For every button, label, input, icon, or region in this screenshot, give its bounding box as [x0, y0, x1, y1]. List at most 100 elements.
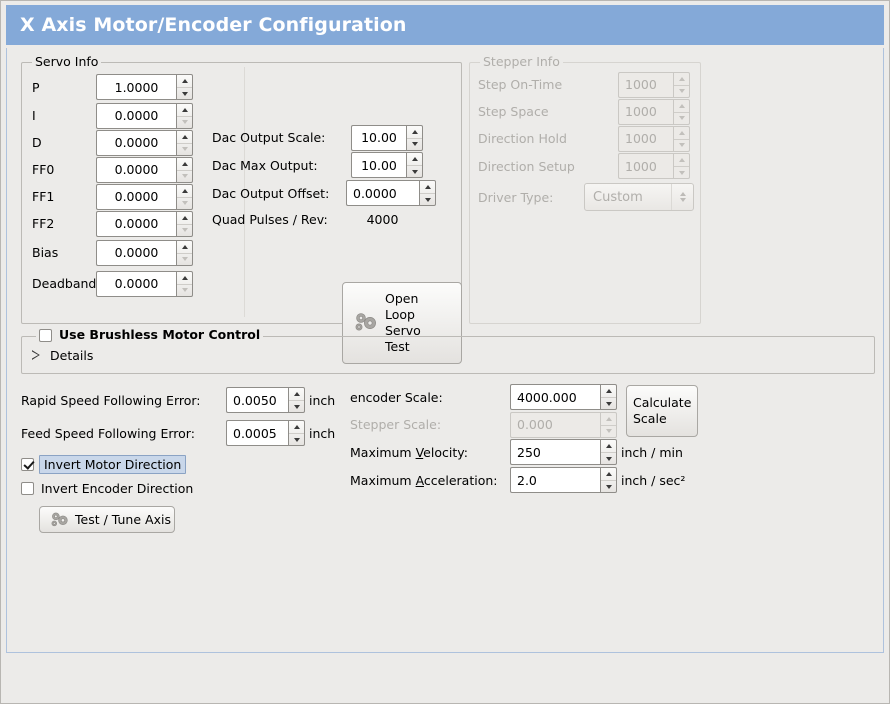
maximum-acceleration-value[interactable]: 2.0 — [510, 467, 600, 493]
dac-value-max[interactable]: 10.00 — [351, 152, 406, 178]
dac-spin-offset[interactable]: 0.0000 — [346, 180, 436, 206]
rapid-following-error-spin[interactable]: 0.0050 — [226, 387, 305, 413]
maximum-acceleration-spin-buttons[interactable] — [600, 467, 617, 493]
spin-up-icon[interactable] — [420, 181, 435, 193]
open-loop-servo-test-button[interactable]: Open Loop Servo Test — [342, 282, 462, 364]
spin-up-icon — [674, 73, 689, 85]
pid-spin-buttons-d[interactable] — [176, 129, 193, 156]
spin-down-icon[interactable] — [177, 196, 192, 209]
pid-value-i[interactable]: 0.0000 — [96, 102, 176, 129]
spin-up-icon[interactable] — [177, 75, 192, 87]
maximum-velocity-row: Maximum Velocity: 250 inch / min — [350, 438, 685, 466]
feed-following-error-spin-buttons[interactable] — [288, 420, 305, 446]
spin-down-icon[interactable] — [289, 433, 304, 445]
spin-up-icon[interactable] — [407, 126, 422, 138]
maximum-velocity-spin[interactable]: 250 — [510, 439, 617, 465]
pid-value-d[interactable]: 0.0000 — [96, 129, 176, 156]
spin-down-icon[interactable] — [289, 400, 304, 412]
spin-down-icon[interactable] — [601, 480, 616, 492]
encoder-scale-spin-buttons[interactable] — [600, 384, 617, 410]
pid-spin-bias[interactable]: 0.0000 — [96, 239, 193, 266]
spin-down-icon[interactable] — [420, 193, 435, 205]
pid-spin-buttons-i[interactable] — [176, 102, 193, 129]
pid-spin-buttons-ff1[interactable] — [176, 183, 193, 210]
pid-spin-buttons-p[interactable] — [176, 74, 193, 100]
rapid-following-error-value[interactable]: 0.0050 — [226, 387, 288, 413]
pid-value-bias[interactable]: 0.0000 — [96, 239, 176, 266]
spin-up-icon[interactable] — [177, 241, 192, 253]
spin-down-icon[interactable] — [407, 137, 422, 150]
spin-down-icon[interactable] — [177, 283, 192, 296]
use-brushless-motor-control-checkbox[interactable] — [39, 328, 52, 342]
pid-spin-p[interactable]: 1.0000 — [96, 74, 193, 100]
spin-up-icon[interactable] — [177, 158, 192, 170]
invert-motor-direction-checkbox[interactable] — [21, 457, 34, 471]
feed-following-error-value[interactable]: 0.0005 — [226, 420, 288, 446]
spin-down-icon[interactable] — [177, 169, 192, 182]
invert-motor-direction-row[interactable]: Invert Motor Direction — [21, 452, 335, 476]
spin-down-icon[interactable] — [177, 115, 192, 128]
dac-spin-max[interactable]: 10.00 — [351, 152, 423, 178]
pid-value-ff1[interactable]: 0.0000 — [96, 183, 176, 210]
pid-spin-deadband[interactable]: 0.0000 — [96, 270, 193, 297]
spin-down-icon[interactable] — [407, 165, 422, 177]
calculate-scale-button[interactable]: Calculate Scale — [626, 385, 698, 437]
spin-down-icon[interactable] — [601, 397, 616, 409]
pid-spin-buttons-deadband[interactable] — [176, 270, 193, 297]
spin-down-icon[interactable] — [177, 87, 192, 99]
pid-value-p[interactable]: 1.0000 — [96, 74, 176, 100]
brushless-legend-checkbox-row[interactable]: Use Brushless Motor Control — [36, 328, 264, 342]
pid-value-ff2[interactable]: 0.0000 — [96, 210, 176, 237]
feed-following-error-spin[interactable]: 0.0005 — [226, 420, 305, 446]
pid-spin-ff1[interactable]: 0.0000 — [96, 183, 193, 210]
pid-spin-ff2[interactable]: 0.0000 — [96, 210, 193, 237]
stepper-label-dir-setup: Direction Setup — [478, 158, 575, 174]
dac-value-scale[interactable]: 10.00 — [351, 124, 406, 151]
details-expander[interactable]: Details — [32, 348, 93, 363]
spin-down-icon[interactable] — [177, 223, 192, 236]
spin-up-icon[interactable] — [177, 185, 192, 197]
rapid-following-error-spin-buttons[interactable] — [288, 387, 305, 413]
driver-type-select[interactable]: Custom — [584, 183, 694, 211]
spin-down-icon[interactable] — [601, 452, 616, 464]
stepper-value-dir-hold: 1000 — [618, 125, 673, 152]
pid-spin-buttons-bias[interactable] — [176, 239, 193, 266]
spin-up-icon[interactable] — [601, 468, 616, 480]
spin-up-icon[interactable] — [601, 385, 616, 397]
dac-value-offset[interactable]: 0.0000 — [346, 180, 419, 206]
spin-down-icon[interactable] — [177, 252, 192, 265]
maximum-velocity-value[interactable]: 250 — [510, 439, 600, 465]
spin-up-icon[interactable] — [177, 272, 192, 284]
pid-value-ff0[interactable]: 0.0000 — [96, 156, 176, 183]
spin-up-icon[interactable] — [601, 440, 616, 452]
pid-label-deadband: Deadband — [32, 276, 97, 291]
maximum-acceleration-spin[interactable]: 2.0 — [510, 467, 617, 493]
spin-down-icon[interactable] — [177, 142, 192, 155]
pid-spin-buttons-ff0[interactable] — [176, 156, 193, 183]
invert-encoder-direction-checkbox[interactable] — [21, 481, 34, 495]
spin-up-icon[interactable] — [289, 421, 304, 433]
pid-spin-buttons-ff2[interactable] — [176, 210, 193, 237]
dac-spin-scale[interactable]: 10.00 — [351, 124, 423, 151]
pid-value-deadband[interactable]: 0.0000 — [96, 270, 176, 297]
spin-up-icon — [674, 154, 689, 166]
invert-encoder-direction-row[interactable]: Invert Encoder Direction — [21, 476, 335, 500]
spin-up-icon[interactable] — [177, 131, 192, 143]
following-error-section: Rapid Speed Following Error: 0.0050 inch… — [21, 383, 335, 533]
encoder-scale-spin[interactable]: 4000.000 — [510, 384, 617, 410]
encoder-scale-value[interactable]: 4000.000 — [510, 384, 600, 410]
spin-up-icon[interactable] — [177, 104, 192, 116]
maximum-velocity-spin-buttons[interactable] — [600, 439, 617, 465]
pid-spin-i[interactable]: 0.0000 — [96, 102, 193, 129]
spin-up-icon[interactable] — [289, 388, 304, 400]
test-tune-axis-button[interactable]: Test / Tune Axis — [39, 506, 175, 533]
pid-spin-ff0[interactable]: 0.0000 — [96, 156, 193, 183]
spin-up-icon — [674, 127, 689, 139]
dac-spin-buttons-offset[interactable] — [419, 180, 436, 206]
dac-spin-buttons-scale[interactable] — [406, 124, 423, 151]
pid-spin-d[interactable]: 0.0000 — [96, 129, 193, 156]
spin-up-icon[interactable] — [407, 153, 422, 165]
feed-following-error-label: Feed Speed Following Error: — [21, 425, 195, 441]
spin-up-icon[interactable] — [177, 212, 192, 224]
dac-spin-buttons-max[interactable] — [406, 152, 423, 178]
